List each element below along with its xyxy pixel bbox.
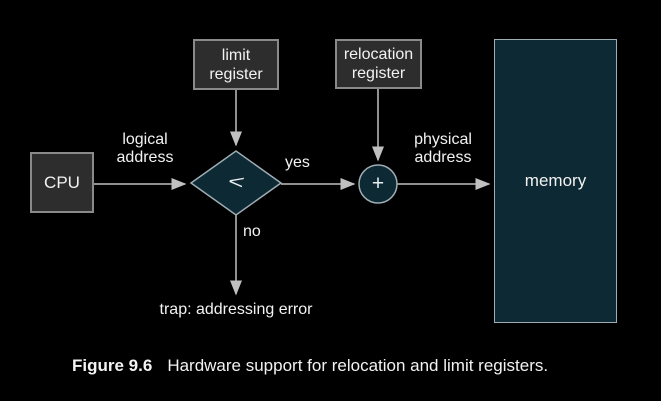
figure-caption-number: Figure 9.6 [72,356,153,375]
cpu-label: CPU [44,173,80,192]
memory-box: memory [494,39,617,323]
memory-label: memory [524,171,587,190]
comparator-diamond [189,150,283,216]
no-label: no [243,223,261,240]
figure-caption-text: Hardware support for relocation and limi… [167,356,549,375]
limit-register-label: limit register [209,46,263,83]
trap-label: trap: addressing error [159,301,313,318]
relocation-register-box: relocation register [335,39,422,89]
adder-circle [358,164,398,204]
relocation-register-label: relocation register [343,46,414,82]
figure-caption: Figure 9.6 Hardware support for relocatio… [72,356,548,376]
yes-label: yes [285,154,310,171]
limit-register-box: limit register [193,39,279,90]
plus-symbol: + [371,172,385,195]
physical-address-label: physical address [414,131,472,166]
cpu-box: CPU [30,152,94,213]
logical-address-label: logical address [116,131,174,166]
